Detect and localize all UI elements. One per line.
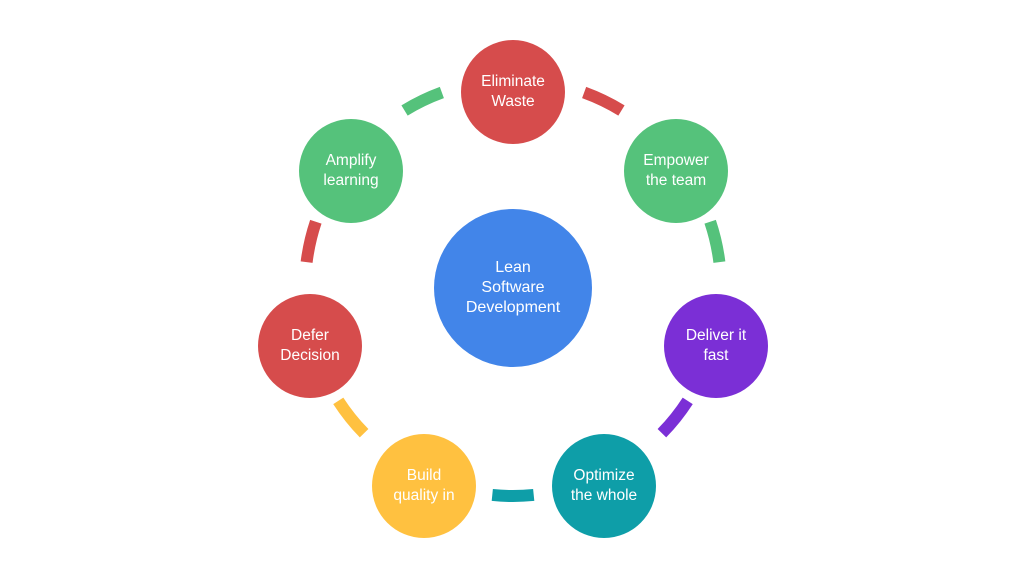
- node-empower-the-team: Empower the team: [624, 119, 728, 223]
- connector-empower-to-deliver: [704, 219, 726, 263]
- node-label-empower-the-team: Empower the team: [643, 152, 709, 189]
- node-label-eliminate-waste: Eliminate Waste: [481, 73, 545, 110]
- center-node-lean-software-development: Lean Software Development: [434, 209, 592, 367]
- node-label-build-quality-in: Build quality in: [393, 467, 455, 504]
- node-defer-decision: Defer Decision: [258, 294, 362, 398]
- connector-deliver-to-optimize: [657, 397, 693, 438]
- node-label-amplify-learning: Amplify learning: [323, 152, 379, 189]
- node-label-deliver-it-fast: Deliver it fast: [685, 327, 747, 364]
- connector-eliminate-to-empower: [581, 86, 625, 116]
- node-label-optimize-the-whole: Optimize the whole: [570, 467, 638, 504]
- node-deliver-it-fast: Deliver it fast: [664, 294, 768, 398]
- connector-build-to-defer: [333, 397, 369, 438]
- node-label-defer-decision: Defer Decision: [280, 327, 340, 364]
- node-amplify-learning: Amplify learning: [299, 119, 403, 223]
- center-node-label: Lean Software Development: [465, 259, 561, 316]
- connector-defer-to-amplify: [300, 219, 322, 263]
- connector-optimize-to-build: [491, 488, 535, 502]
- node-build-quality-in: Build quality in: [372, 434, 476, 538]
- node-eliminate-waste: Eliminate Waste: [461, 40, 565, 144]
- node-optimize-the-whole: Optimize the whole: [552, 434, 656, 538]
- connector-amplify-to-eliminate: [401, 86, 445, 116]
